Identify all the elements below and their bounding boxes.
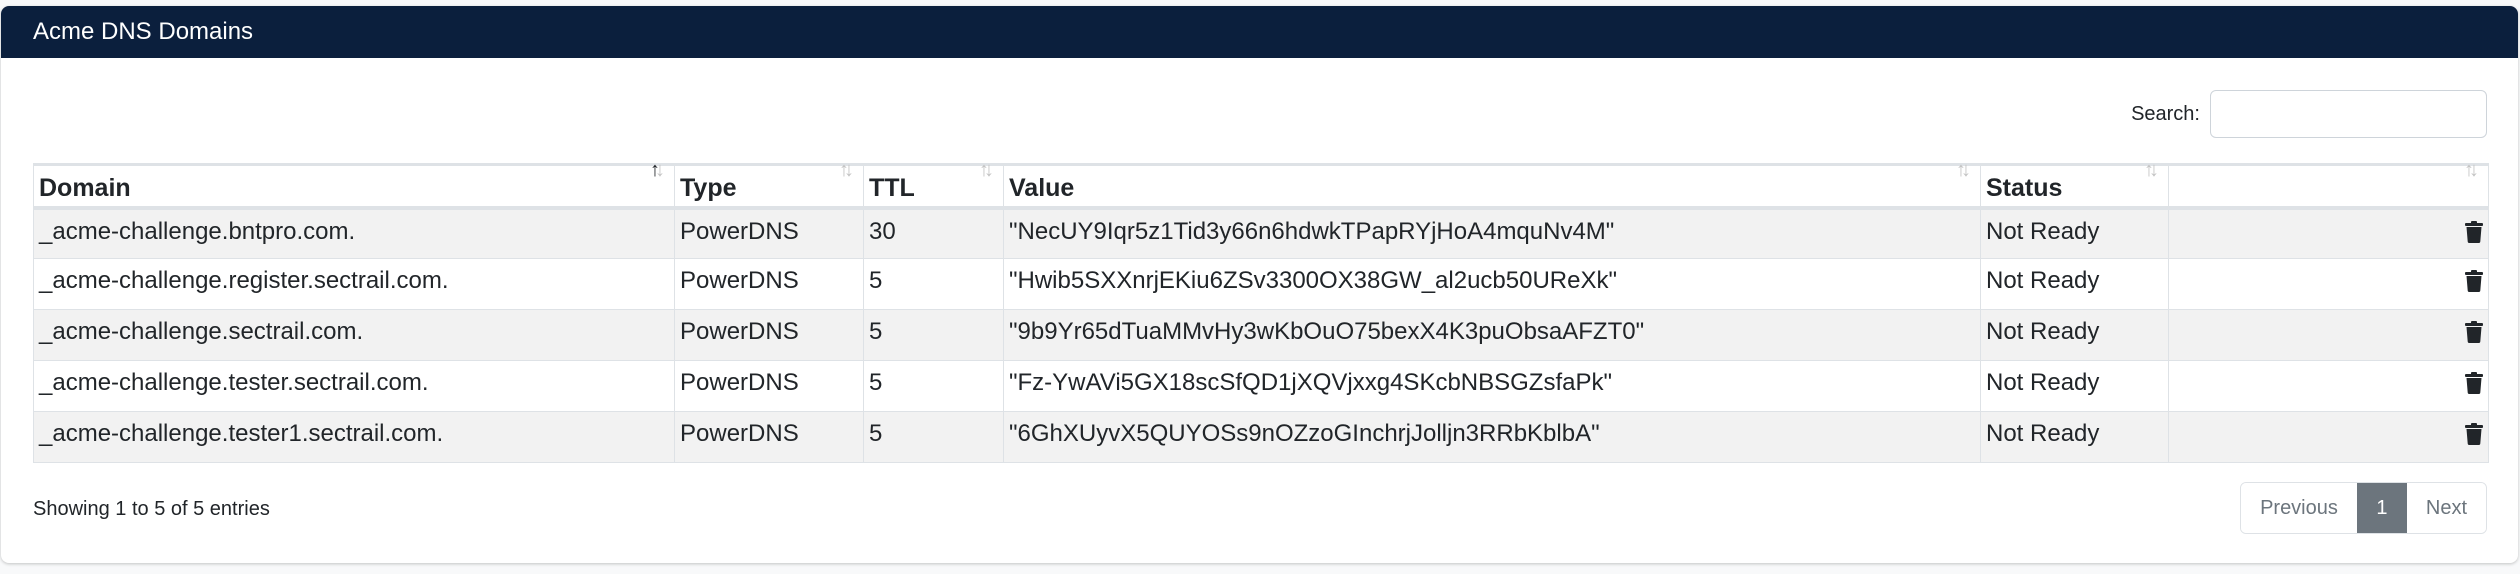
sort-desc-icon: ↓ (655, 159, 665, 181)
cell-type: PowerDNS (674, 309, 864, 361)
previous-page-button[interactable]: Previous (2241, 483, 2357, 533)
column-header-type[interactable]: Type ↑↓ (674, 160, 864, 210)
cell-ttl: 5 (863, 360, 1004, 412)
cell-actions (2168, 360, 2489, 412)
column-header-actions[interactable]: ↑↓ (2168, 160, 2489, 210)
sort-desc-icon: ↓ (844, 159, 854, 181)
cell-actions (2168, 309, 2489, 361)
trash-icon[interactable] (2465, 321, 2483, 343)
cell-ttl: 5 (863, 411, 1004, 463)
pagination: Previous 1 Next (2240, 482, 2487, 534)
column-label: Domain (39, 173, 131, 202)
sort-desc-icon: ↓ (2149, 159, 2159, 181)
cell-actions (2168, 258, 2489, 310)
sort-desc-icon: ↓ (2469, 159, 2479, 181)
cell-domain: _acme-challenge.bntpro.com. (33, 207, 675, 259)
cell-actions (2168, 207, 2489, 259)
table-row: _acme-challenge.tester.sectrail.com. Pow… (33, 360, 2489, 412)
cell-status: Not Ready (1980, 258, 2169, 310)
column-header-status[interactable]: Status ↑↓ (1980, 160, 2169, 210)
table-row: _acme-challenge.register.sectrail.com. P… (33, 258, 2489, 310)
cell-status: Not Ready (1980, 207, 2169, 259)
cell-domain: _acme-challenge.tester.sectrail.com. (33, 360, 675, 412)
card-header: Acme DNS Domains (1, 6, 2518, 58)
sort-desc-icon: ↓ (984, 159, 994, 181)
column-label: Type (680, 173, 737, 202)
cell-actions (2168, 411, 2489, 463)
page-1-button[interactable]: 1 (2356, 483, 2407, 533)
cell-type: PowerDNS (674, 411, 864, 463)
acme-dns-domains-card: Acme DNS Domains Search: Domain ↑↓ (1, 6, 2518, 563)
search-filter: Search: (2131, 90, 2487, 138)
sort-indicator: ↑↓ (979, 159, 994, 181)
table-header-row: Domain ↑↓ Type ↑↓ TTL ↑↓ (33, 160, 2489, 210)
search-label: Search: (2131, 102, 2200, 125)
column-header-ttl[interactable]: TTL ↑↓ (863, 160, 1004, 210)
cell-ttl: 5 (863, 258, 1004, 310)
trash-icon[interactable] (2465, 372, 2483, 394)
cell-value: "Fz-YwAVi5GX18scSfQD1jXQVjxxg4SKcbNBSGZs… (1003, 360, 1981, 412)
table-row: _acme-challenge.sectrail.com. PowerDNS 5… (33, 309, 2489, 361)
domains-table: Domain ↑↓ Type ↑↓ TTL ↑↓ (33, 160, 2489, 463)
trash-icon[interactable] (2465, 423, 2483, 445)
sort-desc-icon: ↓ (1961, 159, 1971, 181)
next-page-button[interactable]: Next (2406, 483, 2486, 533)
cell-domain: _acme-challenge.sectrail.com. (33, 309, 675, 361)
sort-indicator: ↑↓ (839, 159, 854, 181)
table-info: Showing 1 to 5 of 5 entries (33, 498, 270, 520)
sort-indicator: ↑↓ (2464, 159, 2479, 181)
cell-domain: _acme-challenge.tester1.sectrail.com. (33, 411, 675, 463)
column-label: Status (1986, 173, 2063, 202)
sort-indicator: ↑↓ (650, 159, 665, 181)
search-input[interactable] (2210, 90, 2487, 138)
cell-domain: _acme-challenge.register.sectrail.com. (33, 258, 675, 310)
cell-ttl: 5 (863, 309, 1004, 361)
trash-icon[interactable] (2465, 220, 2483, 243)
trash-icon[interactable] (2465, 270, 2483, 292)
column-label: Value (1009, 173, 1075, 202)
cell-value: "6GhXUyvX5QUYOSs9nOZzoGInchrjJolljn3RRbK… (1003, 411, 1981, 463)
cell-status: Not Ready (1980, 360, 2169, 412)
column-header-value[interactable]: Value ↑↓ (1003, 160, 1981, 210)
cell-type: PowerDNS (674, 258, 864, 310)
cell-ttl: 30 (863, 207, 1004, 259)
cell-type: PowerDNS (674, 207, 864, 259)
cell-value: "NecUY9Iqr5z1Tid3y66n6hdwkTPapRYjHoA4mqu… (1003, 207, 1981, 259)
cell-status: Not Ready (1980, 411, 2169, 463)
column-header-domain[interactable]: Domain ↑↓ (33, 160, 675, 210)
cell-status: Not Ready (1980, 309, 2169, 361)
sort-indicator: ↑↓ (2144, 159, 2159, 181)
cell-type: PowerDNS (674, 360, 864, 412)
table-row: _acme-challenge.tester1.sectrail.com. Po… (33, 411, 2489, 463)
sort-indicator: ↑↓ (1956, 159, 1971, 181)
cell-value: "9b9Yr65dTuaMMvHy3wKbOuO75bexX4K3puObsaA… (1003, 309, 1981, 361)
column-label: TTL (869, 173, 915, 202)
card-title: Acme DNS Domains (33, 18, 254, 45)
table-row: _acme-challenge.bntpro.com. PowerDNS 30 … (33, 207, 2489, 259)
cell-value: "Hwib5SXXnrjEKiu6ZSv3300OX38GW_al2ucb50U… (1003, 258, 1981, 310)
